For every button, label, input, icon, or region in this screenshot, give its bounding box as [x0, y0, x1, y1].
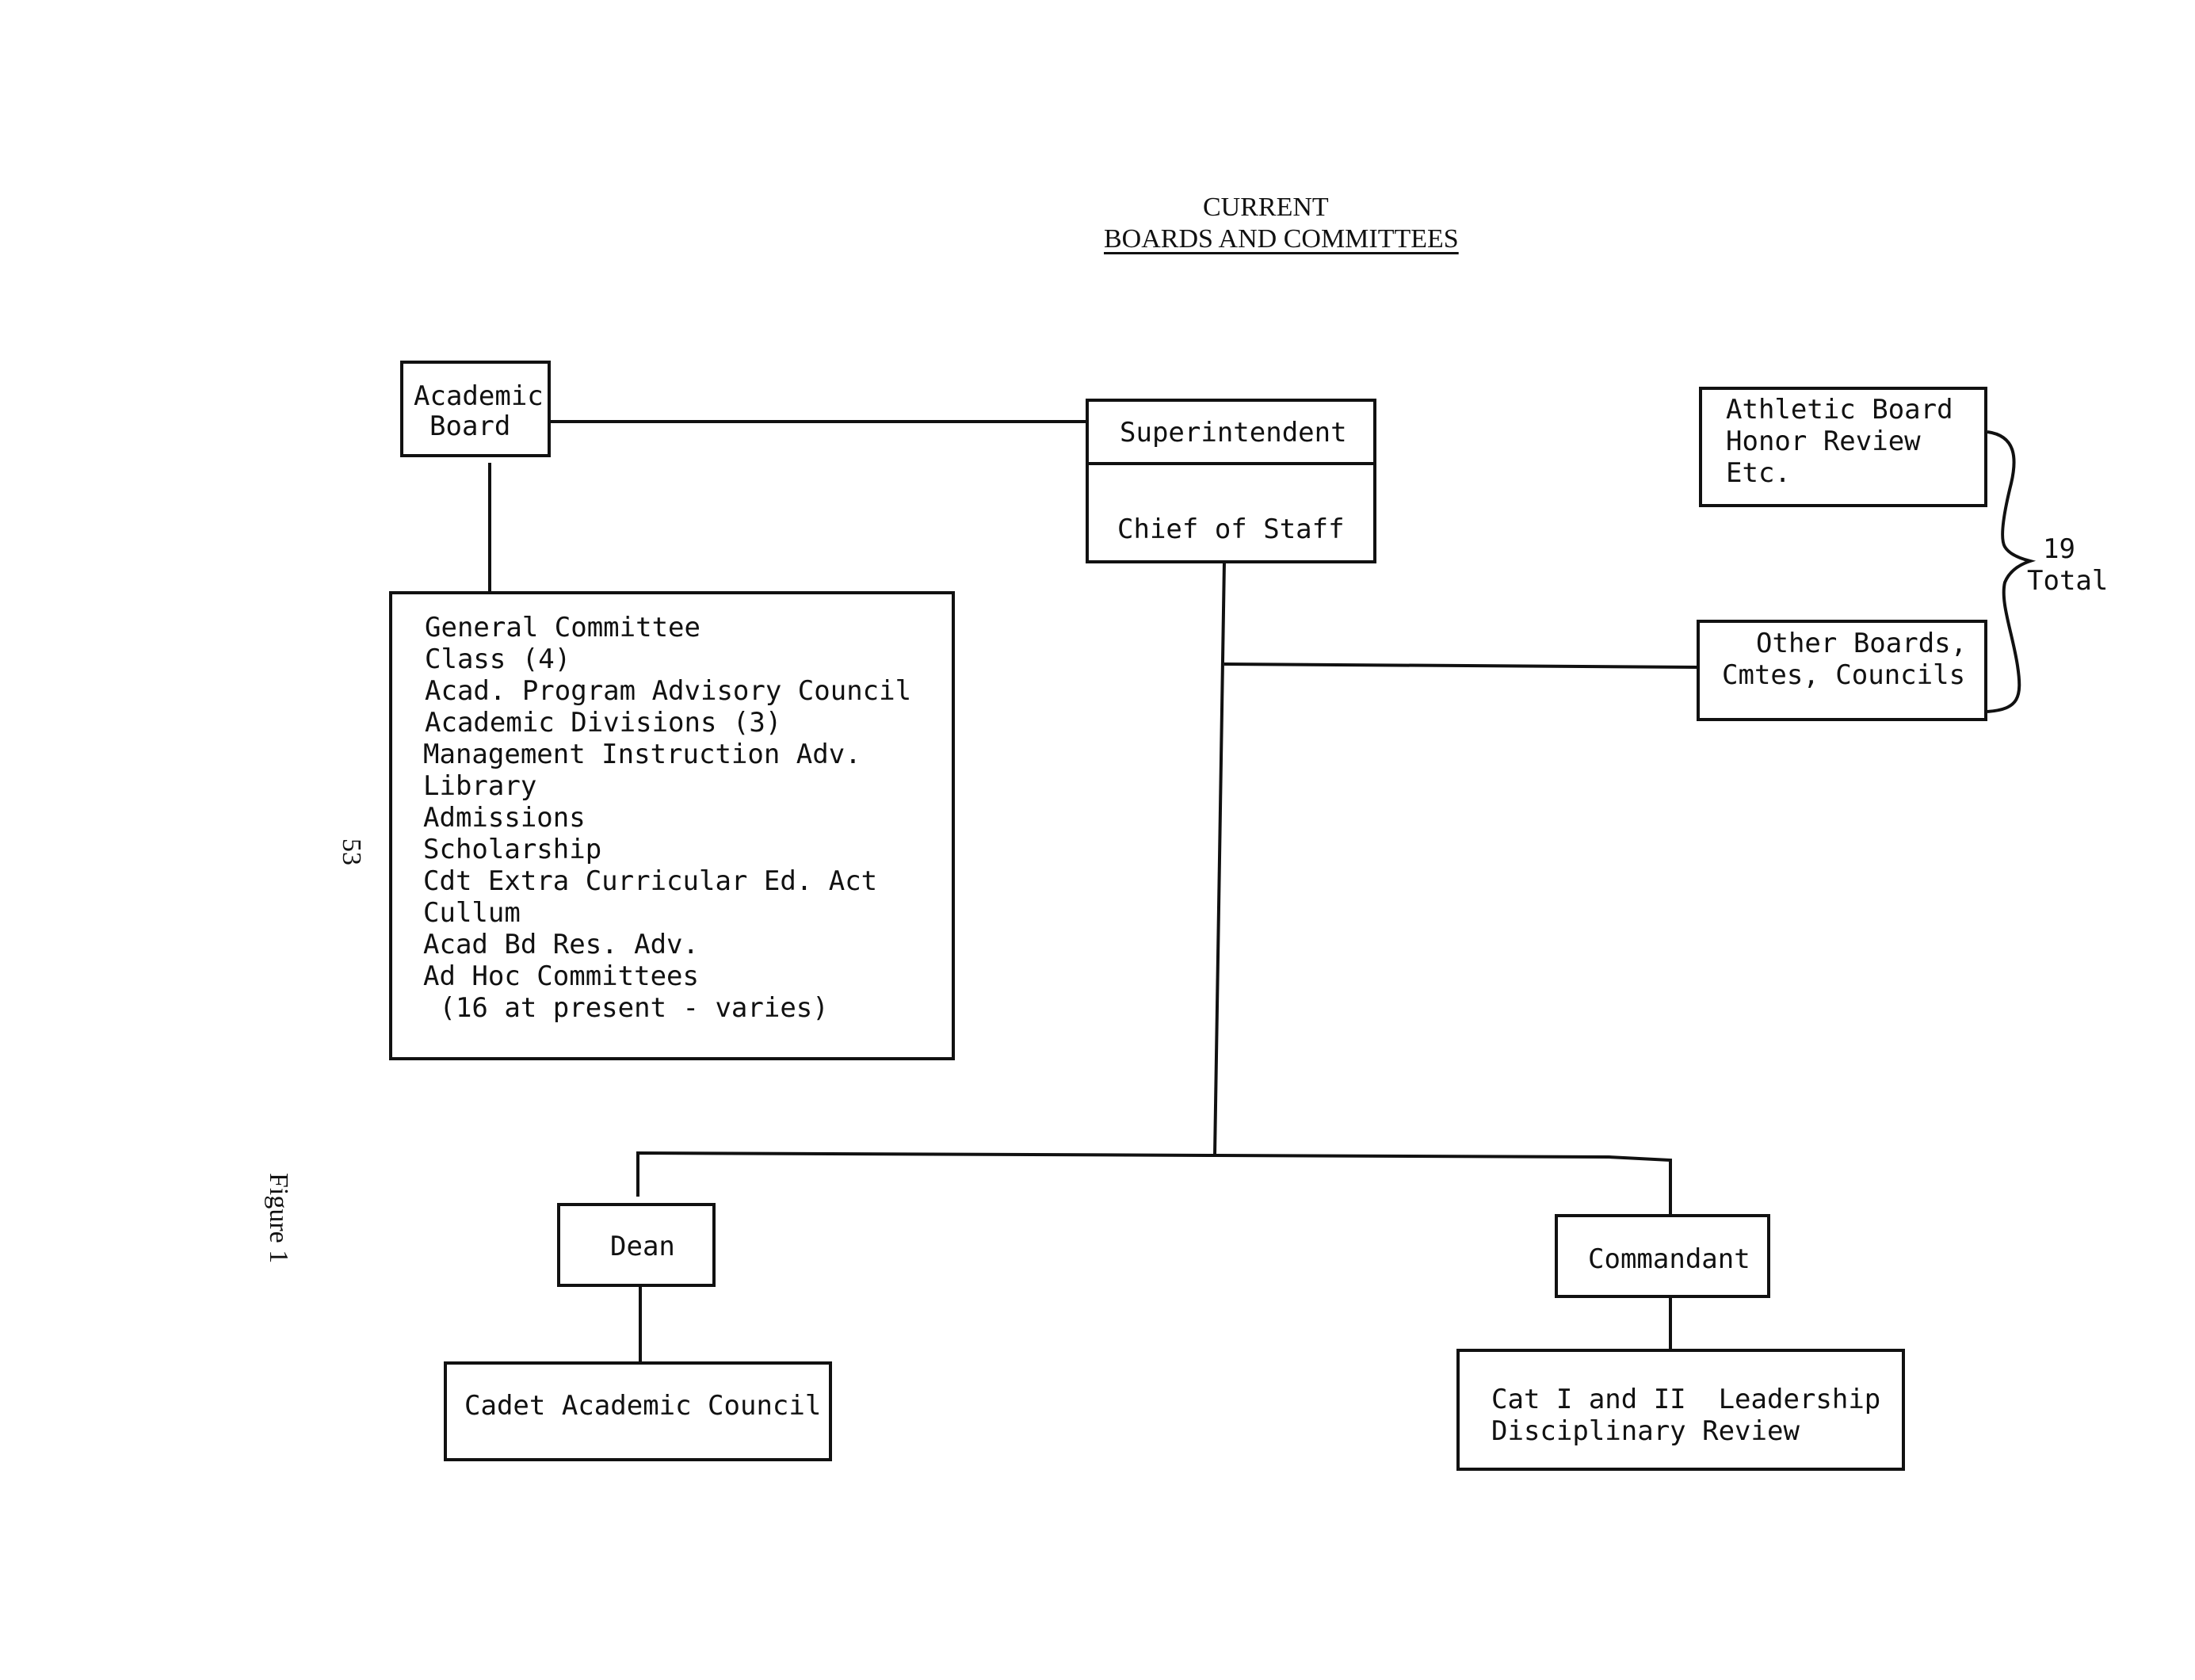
title-line-2: BOARDS AND COMMITTEES — [1104, 224, 1459, 254]
committee-item: Academic Divisions (3) — [425, 707, 782, 739]
committee-item: Acad Bd Res. Adv. — [423, 929, 699, 960]
figure-label: Figure 1 — [264, 1173, 293, 1264]
academic-board-label-1: Academic — [414, 380, 544, 412]
committee-list: General Committee Class (4) Acad. Progra… — [423, 612, 912, 1024]
academic-board-label-2: Board — [429, 410, 511, 442]
committee-item: Management Instruction Adv. — [423, 739, 861, 770]
line-bottom-branch — [636, 1151, 1672, 1217]
brace-label-total: Total — [2027, 565, 2109, 597]
other-boards-label-1: Other Boards, — [1756, 628, 1968, 659]
committee-item: Cullum — [423, 897, 521, 929]
academic-board-box — [400, 361, 551, 457]
line-chief-trunk — [1213, 560, 1226, 1156]
cadet-council-box — [444, 1361, 832, 1461]
athletic-board-label: Athletic Board — [1726, 394, 1953, 426]
etc-label: Etc. — [1726, 457, 1791, 489]
committee-item: Cdt Extra Curricular Ed. Act — [423, 865, 878, 897]
committee-item: Scholarship — [423, 834, 602, 865]
commandant-label: Commandant — [1588, 1243, 1750, 1275]
cadet-council-label: Cadet Academic Council — [464, 1390, 822, 1422]
committee-item: General Committee — [425, 612, 700, 643]
committee-list-box — [389, 591, 955, 1060]
title-line-1: CURRENT — [1203, 193, 1329, 222]
honor-review-label: Honor Review — [1726, 426, 1921, 457]
committee-item: Class (4) — [425, 643, 571, 675]
committee-item: Library — [423, 770, 537, 802]
cat-review-box — [1456, 1349, 1905, 1471]
superintendent-box — [1086, 399, 1376, 563]
committee-item: Acad. Program Advisory Council — [425, 675, 912, 707]
dean-label: Dean — [610, 1231, 675, 1262]
commandant-box — [1555, 1214, 1770, 1298]
page-number: 53 — [337, 838, 366, 865]
superintendent-divider — [1086, 462, 1376, 465]
athletic-group-box — [1699, 387, 1987, 507]
committee-item: (16 at present - varies) — [423, 992, 829, 1024]
brace — [1987, 430, 2037, 713]
cat-review-label-2: Disciplinary Review — [1491, 1415, 1800, 1447]
line-trunk-other-boards — [1223, 662, 1700, 669]
other-boards-box — [1697, 620, 1987, 721]
chief-of-staff-label: Chief of Staff — [1117, 514, 1345, 545]
dean-box — [557, 1203, 716, 1287]
superintendent-label: Superintendent — [1120, 417, 1347, 449]
committee-item: Admissions — [423, 802, 586, 834]
cat-review-label-1: Cat I and II Leadership — [1491, 1384, 1881, 1415]
committee-item: Ad Hoc Committees — [423, 960, 699, 992]
other-boards-label-2: Cmtes, Councils — [1722, 659, 1966, 691]
brace-label-19: 19 — [2043, 533, 2075, 565]
